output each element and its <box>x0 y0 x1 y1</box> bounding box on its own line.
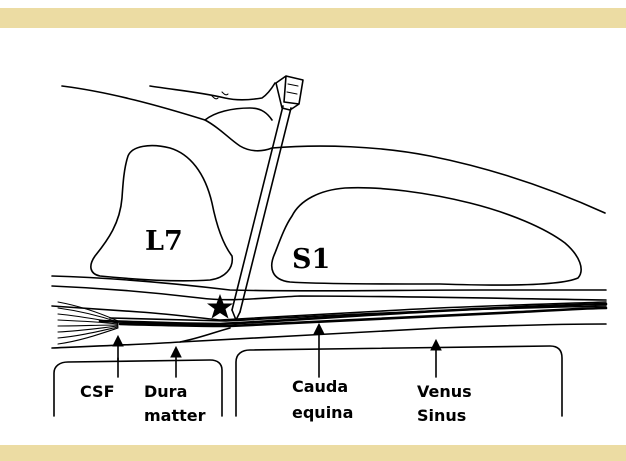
top-band <box>0 8 626 28</box>
lower-bone-right <box>236 346 562 416</box>
canal-floor-line <box>180 324 606 342</box>
bottom-band <box>0 445 626 461</box>
venus-label-line2: Sinus <box>417 406 466 425</box>
csf-arrow <box>113 336 123 377</box>
star-icon <box>207 294 233 319</box>
skin-outline <box>62 86 605 213</box>
cauda-label-line1: Cauda <box>292 377 348 396</box>
dura-label-line1: Dura <box>144 382 187 401</box>
dura-label-line2: matter <box>144 406 206 425</box>
dura-lower-line <box>52 328 230 348</box>
cauda-label-line2: equina <box>292 403 353 422</box>
venus-label-line1: Venus <box>417 382 472 401</box>
dura-arrow <box>171 347 181 377</box>
cauda-arrow <box>314 324 324 377</box>
needle-hub-detail <box>287 84 298 94</box>
csf-label: CSF <box>80 382 115 401</box>
venus-arrow <box>431 340 441 377</box>
l7-label: L7 <box>145 226 183 257</box>
l7-vertebra-outline <box>91 146 232 281</box>
canal-roof-lower <box>52 286 606 300</box>
hand-outline <box>205 108 272 120</box>
top-margin <box>0 0 626 8</box>
lumbosacral-diagram: L7 S1 <box>0 28 626 445</box>
s1-label: S1 <box>292 244 330 275</box>
finger-outline <box>150 83 275 100</box>
needle-shaft <box>232 106 291 312</box>
